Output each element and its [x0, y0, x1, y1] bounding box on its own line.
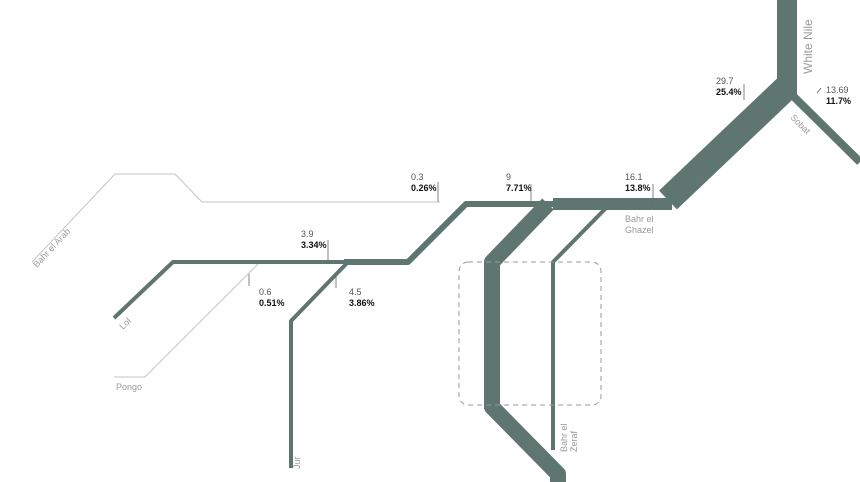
jur-pct: 3.86%: [349, 298, 375, 308]
pongo-pct: 0.51%: [259, 298, 285, 308]
sobat-value: 13.69: [826, 85, 849, 95]
lol-pct: 3.34%: [301, 240, 327, 250]
lol-jur-combined-flow: [344, 201, 554, 265]
lol-label: Lol: [117, 316, 133, 332]
pongo-value: 0.6: [259, 287, 272, 297]
white-nile-value: 29.7: [716, 76, 734, 86]
ghazel-pct: 13.8%: [625, 183, 651, 193]
bahr-el-arab-label: Bahr el Arab: [31, 226, 72, 269]
ghazel-value: 16.1: [625, 172, 643, 182]
jur-label: Jur: [292, 456, 302, 469]
sobat-flow: [781, 84, 860, 165]
segment-9-value: 9: [506, 172, 511, 182]
sobat-pct: 11.7%: [826, 96, 851, 106]
white-nile-label: White Nile: [801, 19, 815, 74]
bahr-el-zeraf-label-1: Bahr el: [559, 423, 569, 452]
bahr-el-zeraf-flow: [484, 198, 566, 482]
pongo-label: Pongo: [116, 382, 142, 392]
zeraf-highlight-box: [458, 261, 602, 406]
arab-pct: 0.26%: [411, 183, 437, 193]
tick-sobat: [816, 87, 822, 94]
pongo-line: [114, 261, 261, 378]
jur-value: 4.5: [349, 287, 362, 297]
segment-9-pct: 7.71%: [506, 183, 532, 193]
lol-value: 3.9: [301, 229, 314, 239]
bahr-el-arab-line: [31, 173, 440, 263]
jur-flow: [289, 260, 350, 468]
bahr-el-zeraf-branch-flow: [551, 204, 610, 450]
bahr-el-zeraf-label-2: Zeraf: [569, 430, 579, 452]
white-nile-pct: 25.4%: [716, 87, 742, 97]
lol-flow: [112, 260, 348, 320]
bahr-el-ghazel-label-2: Ghazel: [625, 225, 654, 235]
white-nile-lower-flow: [659, 76, 797, 210]
bahr-el-ghazel-label-1: Bahr el: [625, 214, 654, 224]
arab-value: 0.3: [411, 172, 424, 182]
